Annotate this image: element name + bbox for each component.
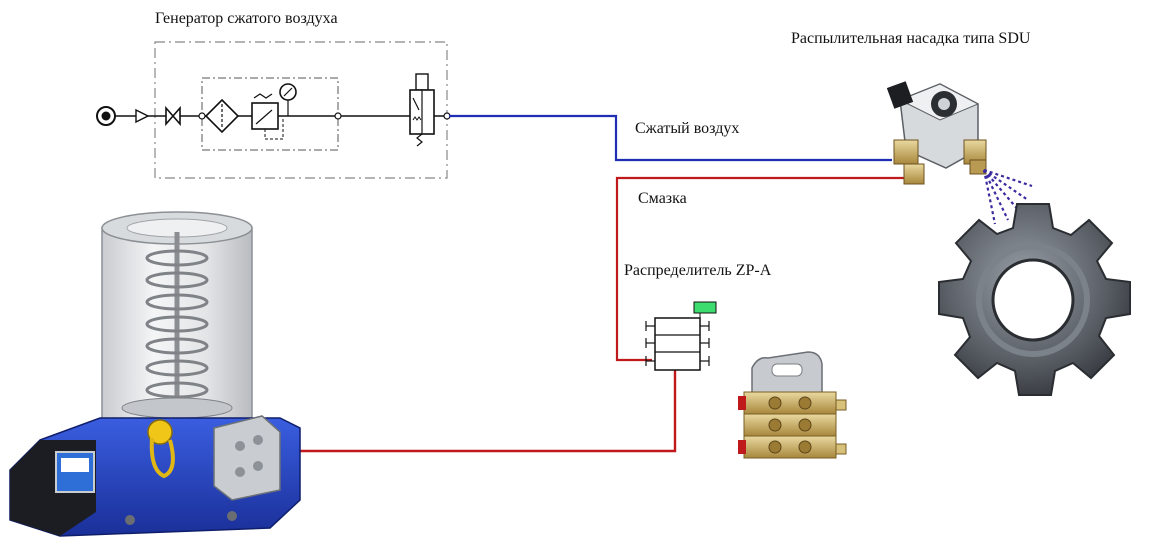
- shutoff-valve-icon: [166, 108, 180, 124]
- lubrication-pump-photo: [10, 212, 300, 536]
- distributor-symbol: [646, 302, 716, 370]
- spray-nozzle-photo: [887, 81, 986, 184]
- air-generator-schematic: [97, 42, 450, 178]
- compressed-air-line: [449, 116, 892, 160]
- lubricant-line-from-pump: [280, 370, 675, 451]
- gear-icon: [939, 204, 1130, 395]
- generator-boundary: [155, 42, 447, 178]
- distributor-indicator: [694, 302, 716, 313]
- solenoid-valve-icon: [410, 74, 434, 146]
- distributor-body: [655, 318, 700, 370]
- distributor-photo: [738, 352, 846, 458]
- inlet-arrow-icon: [136, 110, 148, 122]
